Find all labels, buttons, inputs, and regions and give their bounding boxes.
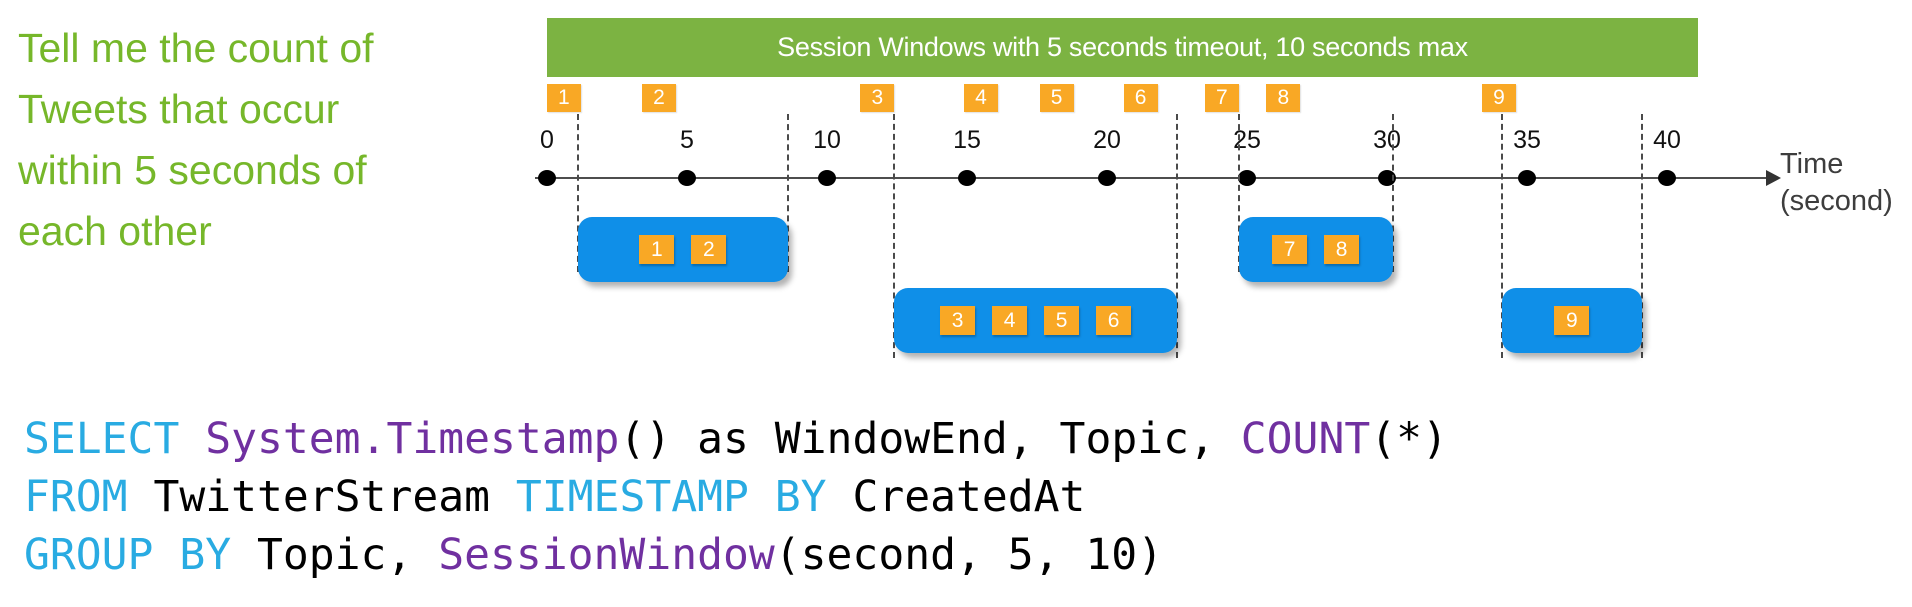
window-1-event-2: 2 bbox=[691, 235, 727, 264]
tick-dot-20 bbox=[1098, 170, 1116, 186]
window-2-end-boundary bbox=[1176, 114, 1178, 358]
event-8: 8 bbox=[1266, 84, 1301, 112]
window-3-end-boundary bbox=[1391, 114, 1394, 272]
window-1-event-1: 1 bbox=[639, 235, 675, 264]
event-3: 3 bbox=[860, 84, 895, 112]
tick-dot-35 bbox=[1518, 170, 1536, 186]
query-hint-line: Tweets that occur bbox=[18, 86, 340, 132]
window-3-event-7: 7 bbox=[1272, 235, 1308, 264]
sql-line-1: SELECT System.Timestamp() as WindowEnd, … bbox=[24, 410, 1448, 468]
sql-keyword: TIMESTAMP BY bbox=[515, 472, 827, 522]
window-1-start-boundary bbox=[576, 114, 579, 272]
sql-keyword: SELECT bbox=[24, 414, 180, 464]
tick-label-0: 0 bbox=[540, 126, 554, 154]
event-5: 5 bbox=[1039, 84, 1074, 112]
event-9: 9 bbox=[1482, 84, 1516, 112]
session-window-1 bbox=[577, 217, 788, 282]
window-2-event-5: 5 bbox=[1044, 306, 1080, 335]
window-2-event-4: 4 bbox=[992, 306, 1028, 335]
sql-text: () as WindowEnd, Topic, bbox=[619, 414, 1241, 464]
tick-dot-15 bbox=[958, 170, 976, 186]
session-window-3 bbox=[1238, 217, 1393, 282]
window-4-event-9: 9 bbox=[1554, 306, 1590, 335]
tick-dot-10 bbox=[818, 170, 836, 186]
sql-text: (second, 5, 10) bbox=[774, 530, 1164, 580]
sql-text: Topic, bbox=[231, 530, 439, 580]
time-axis-line bbox=[535, 177, 1770, 179]
sql-function: SessionWindow bbox=[438, 530, 775, 580]
query-hint-line: each other bbox=[18, 208, 212, 254]
sql-function: System.Timestamp bbox=[205, 414, 620, 464]
window-2-event-6: 6 bbox=[1096, 306, 1132, 335]
window-2-start-boundary bbox=[893, 114, 896, 358]
sql-text: CreatedAt bbox=[826, 472, 1086, 522]
sql-keyword: GROUP BY bbox=[24, 530, 232, 580]
tick-label-5: 5 bbox=[680, 126, 694, 154]
sql-code-block: SELECT System.Timestamp() as WindowEnd, … bbox=[24, 410, 1448, 584]
window-2-event-3: 3 bbox=[940, 306, 976, 335]
window-1-end-boundary bbox=[786, 114, 789, 272]
time-axis-label-unit-bottom: (second) bbox=[1780, 185, 1893, 217]
event-1: 1 bbox=[546, 84, 581, 112]
tick-dot-40 bbox=[1658, 170, 1676, 186]
time-axis-label-unit-top: Time bbox=[1780, 148, 1844, 180]
event-6: 6 bbox=[1123, 84, 1158, 112]
session-window-2 bbox=[894, 288, 1177, 353]
tick-label-10: 10 bbox=[813, 126, 841, 154]
window-4-start-boundary bbox=[1500, 114, 1503, 358]
event-2: 2 bbox=[642, 84, 676, 112]
tick-label-15: 15 bbox=[953, 126, 981, 154]
tick-dot-30 bbox=[1378, 170, 1396, 186]
sql-text: TwitterStream bbox=[127, 472, 516, 522]
sql-keyword: FROM bbox=[24, 472, 128, 522]
sql-text: (*) bbox=[1370, 414, 1448, 464]
tick-label-35: 35 bbox=[1513, 126, 1541, 154]
window-3-start-boundary bbox=[1237, 114, 1240, 272]
event-4: 4 bbox=[964, 84, 998, 112]
time-axis-arrowhead-icon bbox=[1766, 170, 1781, 186]
query-hint-line: Tell me the count of bbox=[18, 25, 374, 71]
window-4-end-boundary bbox=[1640, 114, 1643, 358]
sql-line-3: GROUP BY Topic, SessionWindow(second, 5,… bbox=[24, 526, 1448, 584]
tick-label-30: 30 bbox=[1373, 126, 1401, 154]
sql-text bbox=[179, 414, 205, 464]
tick-dot-0 bbox=[538, 170, 556, 186]
tick-label-40: 40 bbox=[1653, 126, 1681, 154]
sql-function: COUNT bbox=[1240, 414, 1371, 464]
sql-line-2: FROM TwitterStream TIMESTAMP BY CreatedA… bbox=[24, 468, 1448, 526]
banner-label: Session Windows with 5 seconds timeout, … bbox=[777, 32, 1468, 62]
query-hint-text: Tell me the count of Tweets that occur w… bbox=[18, 18, 478, 262]
query-hint-line: within 5 seconds of bbox=[18, 147, 367, 193]
tick-label-25: 25 bbox=[1233, 126, 1261, 154]
event-7: 7 bbox=[1204, 84, 1239, 112]
tick-label-20: 20 bbox=[1093, 126, 1121, 154]
time-axis-label: Time (second) bbox=[1780, 146, 1893, 220]
session-window-banner: Session Windows with 5 seconds timeout, … bbox=[547, 18, 1698, 77]
window-3-event-8: 8 bbox=[1324, 235, 1360, 264]
tick-dot-25 bbox=[1238, 170, 1256, 186]
tick-dot-5 bbox=[678, 170, 696, 186]
